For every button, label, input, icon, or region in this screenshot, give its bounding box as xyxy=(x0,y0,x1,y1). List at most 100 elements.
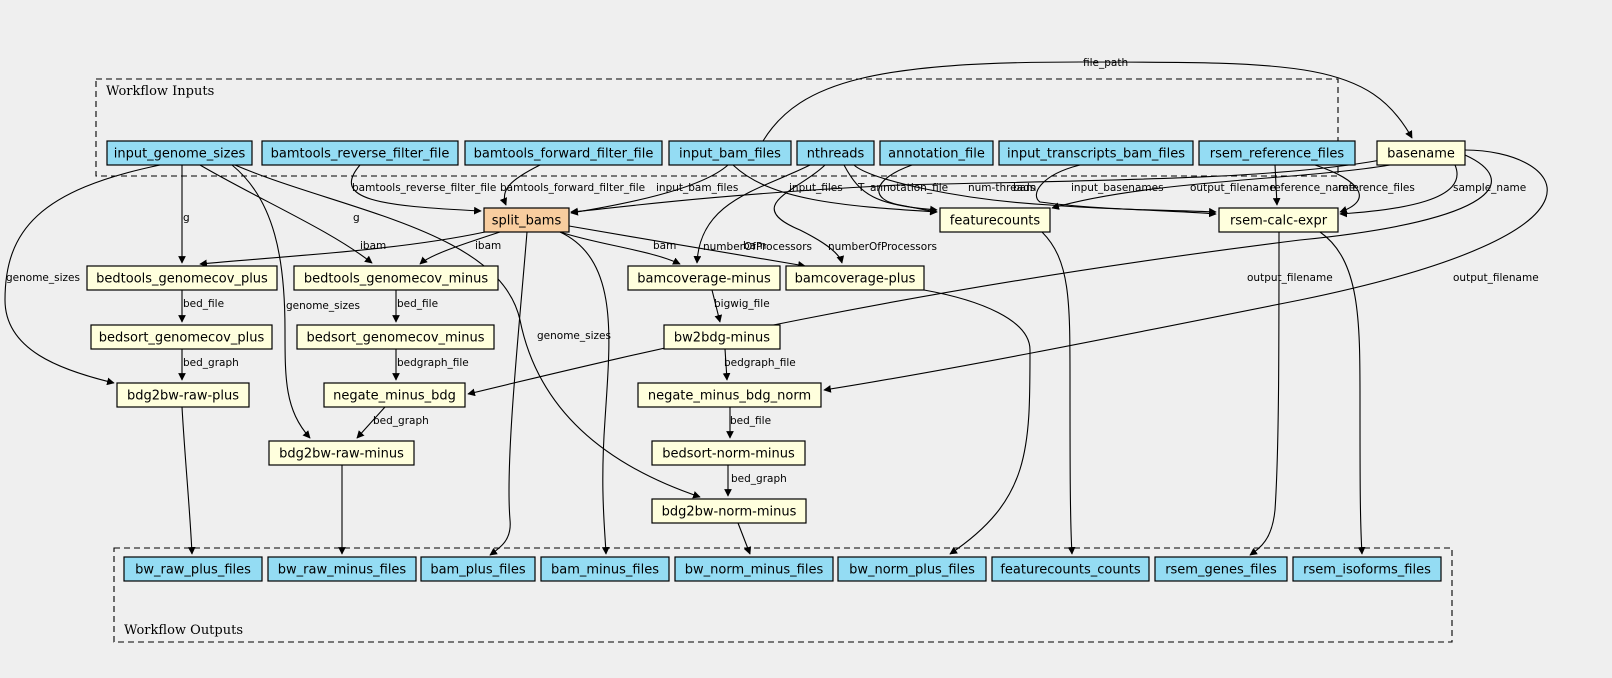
node-annotation-file[interactable]: annotation_file xyxy=(879,140,994,166)
node-bw2bdg-minus[interactable]: bw2bdg-minus xyxy=(663,324,781,350)
node-label: rsem-calc-expr xyxy=(1230,214,1328,229)
node-box[interactable] xyxy=(991,556,1150,582)
node-featurecounts[interactable]: featurecounts xyxy=(939,207,1051,233)
node-box[interactable] xyxy=(674,556,834,582)
edge-line xyxy=(762,61,1413,142)
node-bamtools-reverse-filter-file[interactable]: bamtools_reverse_filter_file xyxy=(261,140,459,166)
node-box[interactable] xyxy=(637,382,822,408)
edge-split_bams-to-bamcoverage_minus: bam xyxy=(559,231,681,265)
node-bamcoverage-minus[interactable]: bamcoverage-minus xyxy=(627,265,781,291)
node-box[interactable] xyxy=(663,324,781,350)
edge-line xyxy=(1319,231,1366,555)
node-input-bam-files[interactable]: input_bam_files xyxy=(668,140,792,166)
node-box[interactable] xyxy=(1154,556,1288,582)
node-rsem-reference-files[interactable]: rsem_reference_files xyxy=(1198,140,1356,166)
node-nthreads[interactable]: nthreads xyxy=(796,140,875,166)
node-input-genome-sizes[interactable]: input_genome_sizes xyxy=(106,140,253,166)
edge-line xyxy=(419,231,501,265)
node-input-transcripts-bam-files[interactable]: input_transcripts_bam_files xyxy=(998,140,1194,166)
node-box[interactable] xyxy=(268,440,415,466)
node-label: rsem_genes_files xyxy=(1165,563,1277,578)
node-box[interactable] xyxy=(668,140,792,166)
node-box[interactable] xyxy=(123,556,263,582)
node-box[interactable] xyxy=(323,382,466,408)
node-bw-norm-minus-files[interactable]: bw_norm_minus_files xyxy=(674,556,834,582)
cluster-inputs-title: Workflow Inputs xyxy=(106,84,214,99)
node-bam-plus-files[interactable]: bam_plus_files xyxy=(420,556,536,582)
edge-line xyxy=(711,289,723,323)
node-label: bdg2bw-raw-plus xyxy=(127,389,239,404)
node-box[interactable] xyxy=(627,265,781,291)
node-box[interactable] xyxy=(296,324,495,350)
node-rsem-genes-files[interactable]: rsem_genes_files xyxy=(1154,556,1288,582)
edge-line xyxy=(737,522,752,555)
node-bedsort-norm-minus[interactable]: bedsort-norm-minus xyxy=(651,440,806,466)
node-box[interactable] xyxy=(1292,556,1442,582)
edge-bamcoverage_plus-to-bw_norm_plus_files xyxy=(923,289,1031,555)
node-bamtools-forward-filter-file[interactable]: bamtools_forward_filter_file xyxy=(464,140,663,166)
node-label: bedtools_genomecov_minus xyxy=(304,272,489,287)
node-bedsort-genomecov-minus[interactable]: bedsort_genomecov_minus xyxy=(296,324,495,350)
node-box[interactable] xyxy=(837,556,987,582)
edge-rsem_reference_files-to-rsem_calc_expr: reference_files xyxy=(1314,164,1415,214)
node-box[interactable] xyxy=(464,140,663,166)
node-rsem-isoforms-files[interactable]: rsem_isoforms_files xyxy=(1292,556,1442,582)
node-box[interactable] xyxy=(261,140,459,166)
node-box[interactable] xyxy=(483,207,570,233)
edge-bdg2bw_raw_plus-to-bw_raw_plus_files xyxy=(181,406,196,555)
edge-line xyxy=(499,164,541,206)
node-box[interactable] xyxy=(86,265,278,291)
node-bedsort-genomecov-plus[interactable]: bedsort_genomecov_plus xyxy=(90,324,273,350)
node-split-bams[interactable]: split_bams xyxy=(483,207,570,233)
node-box[interactable] xyxy=(267,556,417,582)
node-box[interactable] xyxy=(540,556,670,582)
edge-label: bam xyxy=(1013,182,1036,194)
node-box[interactable] xyxy=(651,498,807,524)
node-bw-raw-plus-files[interactable]: bw_raw_plus_files xyxy=(123,556,263,582)
node-bw-raw-minus-files[interactable]: bw_raw_minus_files xyxy=(267,556,417,582)
node-box[interactable] xyxy=(651,440,806,466)
node-bdg2bw-norm-minus[interactable]: bdg2bw-norm-minus xyxy=(651,498,807,524)
edge-split_bams-to-bamcoverage_plus: bam xyxy=(568,225,806,269)
edge-line xyxy=(1314,164,1360,214)
node-negate-minus-bdg-norm[interactable]: negate_minus_bdg_norm xyxy=(637,382,822,408)
edge-label: g xyxy=(353,212,360,224)
node-box[interactable] xyxy=(90,324,273,350)
node-box[interactable] xyxy=(116,382,250,408)
edge-label: file_path xyxy=(1083,57,1128,69)
edge-line xyxy=(234,164,701,499)
node-rsem-calc-expr[interactable]: rsem-calc-expr xyxy=(1218,207,1339,233)
node-box[interactable] xyxy=(939,207,1051,233)
node-label: rsem_isoforms_files xyxy=(1303,563,1431,578)
node-label: bedtools_genomecov_plus xyxy=(96,272,268,287)
node-box[interactable] xyxy=(293,265,499,291)
node-bdg2bw-raw-minus[interactable]: bdg2bw-raw-minus xyxy=(268,440,415,466)
node-label: input_transcripts_bam_files xyxy=(1007,147,1185,162)
node-bamcoverage-plus[interactable]: bamcoverage-plus xyxy=(785,265,925,291)
node-label: bedsort-norm-minus xyxy=(662,447,795,462)
edge-split_bams-to-bam_minus_files xyxy=(559,231,610,555)
node-bw-norm-plus-files[interactable]: bw_norm_plus_files xyxy=(837,556,987,582)
node-box[interactable] xyxy=(420,556,536,582)
node-box[interactable] xyxy=(879,140,994,166)
node-box[interactable] xyxy=(106,140,253,166)
edge-annotation_file-to-featurecounts: annotation_file xyxy=(870,164,948,215)
node-box[interactable] xyxy=(785,265,925,291)
node-box[interactable] xyxy=(1198,140,1356,166)
node-box[interactable] xyxy=(998,140,1194,166)
node-featurecounts-counts[interactable]: featurecounts_counts xyxy=(991,556,1150,582)
node-label: bam_minus_files xyxy=(551,563,659,578)
node-bedtools-genomecov-minus[interactable]: bedtools_genomecov_minus xyxy=(293,265,499,291)
node-box[interactable] xyxy=(1218,207,1339,233)
node-negate-minus-bdg[interactable]: negate_minus_bdg xyxy=(323,382,466,408)
node-box[interactable] xyxy=(1376,140,1466,166)
node-label: input_bam_files xyxy=(679,147,781,162)
node-box[interactable] xyxy=(796,140,875,166)
edge-nthreads-to-bamcoverage_minus: numberOfProcessors xyxy=(693,164,812,264)
node-bam-minus-files[interactable]: bam_minus_files xyxy=(540,556,670,582)
node-bedtools-genomecov-plus[interactable]: bedtools_genomecov_plus xyxy=(86,265,278,291)
edge-split_bams-to-bedtools_genomecov_plus: ibam xyxy=(199,231,486,268)
node-basename[interactable]: basename xyxy=(1376,140,1466,166)
node-bdg2bw-raw-plus[interactable]: bdg2bw-raw-plus xyxy=(116,382,250,408)
